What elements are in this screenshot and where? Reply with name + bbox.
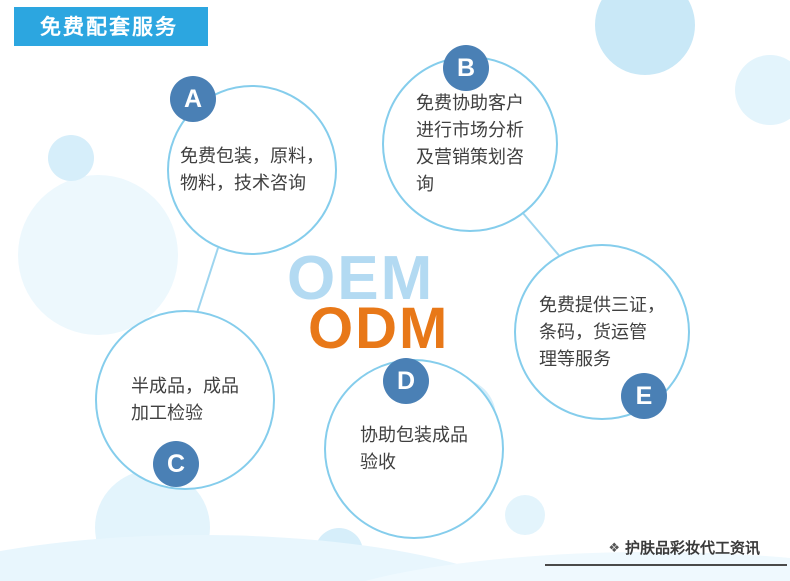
service-node-b-text: 免费协助客户 进行市场分析 及营销策划咨 询 xyxy=(416,93,524,194)
watermark-divider xyxy=(545,564,787,566)
badge-e: E xyxy=(621,373,667,419)
decorative-circle xyxy=(505,495,545,535)
watermark-text: 护肤品彩妆代工资讯 xyxy=(624,540,760,557)
watermark: ❖ 护肤品彩妆代工资讯 xyxy=(608,537,760,558)
watermark-logo-icon: ❖ xyxy=(608,539,620,555)
service-node-d-text: 协助包装成品 验收 xyxy=(360,425,468,472)
center-label-odm: ODM xyxy=(308,296,450,361)
badge-c: C xyxy=(153,441,199,487)
badge-b: B xyxy=(443,45,489,91)
service-node-c-text: 半成品，成品 加工检验 xyxy=(131,376,239,423)
center-label-oem: OEM xyxy=(287,244,435,313)
decorative-circle xyxy=(48,135,94,181)
page-title: 免费配套服务 xyxy=(14,7,208,46)
service-node-a-text: 免费包装，原料， 物料，技术咨询 xyxy=(180,146,324,193)
decorative-circle xyxy=(735,55,790,125)
decorative-circle xyxy=(18,175,178,335)
badge-a: A xyxy=(170,76,216,122)
service-node-e-text: 免费提供三证， 条码，货运管 理等服务 xyxy=(539,294,665,369)
badge-d: D xyxy=(383,358,429,404)
